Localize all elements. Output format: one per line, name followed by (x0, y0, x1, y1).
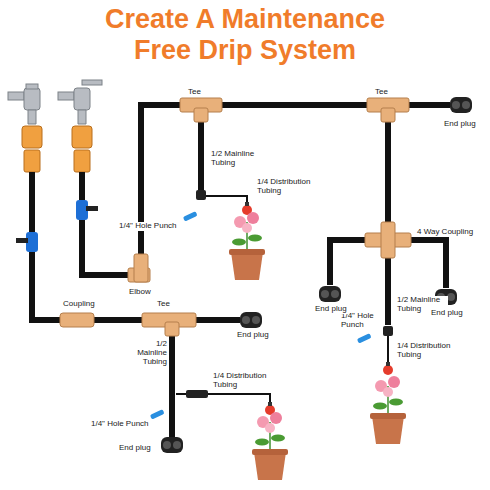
part-label: 1/4" Hole Punch (118, 222, 178, 231)
part-label: 1/4 Distribution Tubing (212, 372, 276, 390)
part-label: End plug (430, 309, 464, 318)
part-label: End plug (118, 444, 152, 453)
part-label: 1/4" Hole Punch (90, 420, 150, 429)
part-label: Elbow (128, 288, 152, 297)
part-label: End plug (236, 331, 270, 340)
part-label: Tee (187, 88, 202, 97)
part-label: 1/4 Distribution Tubing (256, 178, 320, 196)
part-label: 4 Way Coupling (416, 228, 474, 237)
part-label: 1/4 Distribution Tubing (396, 342, 460, 360)
part-label: 1/2 Mainline Tubing (210, 150, 262, 168)
part-label: 1/4" Hole Punch (340, 312, 382, 330)
part-label: Coupling (62, 300, 96, 309)
part-label: End plug (443, 120, 477, 129)
diagram-title: Create A Maintenance Free Drip System (80, 4, 410, 66)
part-label: Tee (156, 300, 171, 309)
part-label: 1/2 Mainline Tubing (124, 340, 168, 366)
part-label: End plug (314, 305, 348, 314)
part-label: Tee (374, 88, 389, 97)
